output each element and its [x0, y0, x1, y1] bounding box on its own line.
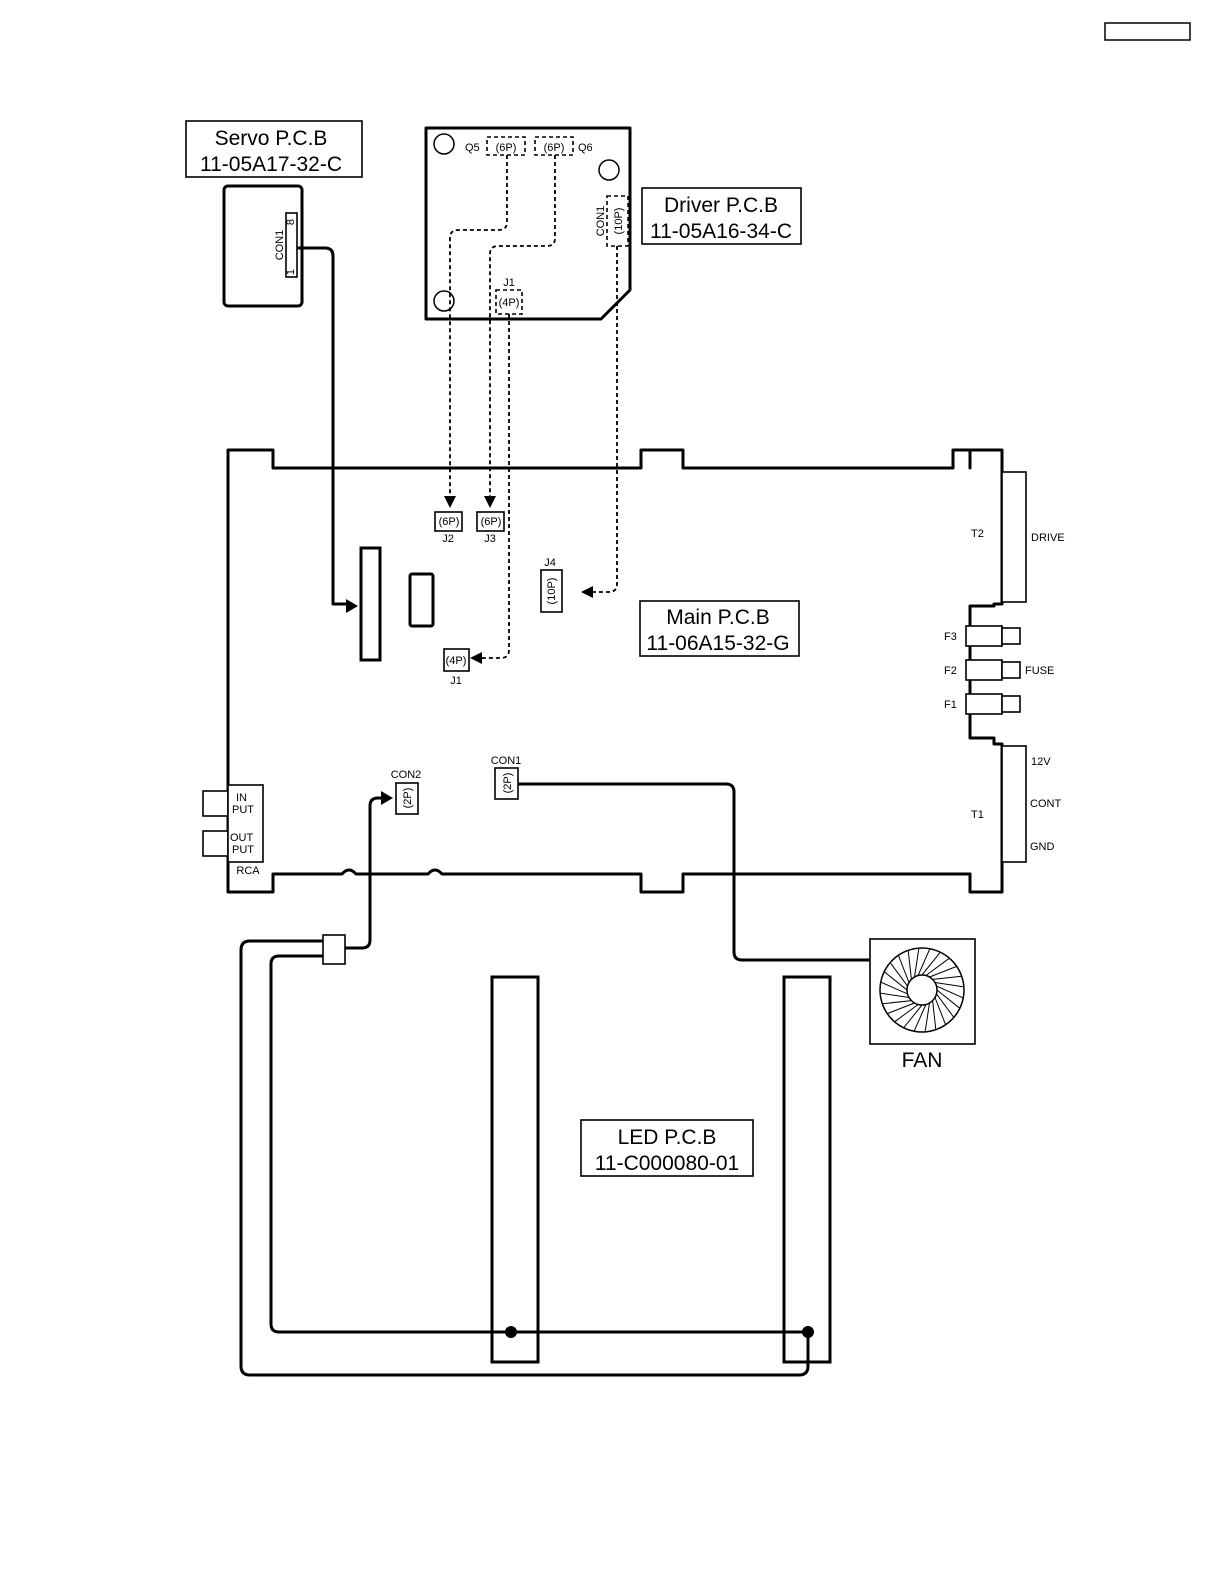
servo-con1-pin-start: 1	[285, 269, 297, 275]
driver-con1-pins: (10P)	[613, 208, 625, 235]
main-j2-pins: (6P)	[439, 516, 460, 528]
rca-output-label-1: OUT	[230, 832, 254, 844]
harness-j3-arrow	[484, 496, 496, 508]
main-j3-label: J3	[484, 533, 496, 545]
led-strip-right	[784, 977, 830, 1362]
main-ic	[410, 574, 433, 626]
led-harness-node-1	[505, 1326, 517, 1338]
terminal-t1-label: T1	[971, 809, 984, 821]
drive-terminal-block	[1002, 472, 1026, 602]
driver-q5-label: Q5	[465, 142, 480, 154]
main-board-name: Main P.C.B	[666, 606, 770, 629]
power-terminal-block	[1002, 746, 1026, 862]
con2-cable-arrow	[381, 791, 393, 805]
main-board-outline	[228, 450, 970, 892]
terminal-12v-label: 12V	[1031, 756, 1051, 768]
fuse-f3-label: F3	[944, 631, 957, 643]
fan-cable	[518, 784, 870, 960]
page-number-box	[1105, 23, 1190, 40]
servo-con1-pin-end: 8	[285, 219, 297, 225]
driver-board-code: 11-05A16-34-C	[650, 220, 792, 243]
led-harness-connector	[323, 935, 345, 964]
driver-q6-label: Q6	[578, 142, 593, 154]
led-board-name: LED P.C.B	[618, 1126, 717, 1149]
driver-6p-a-label: (6P)	[496, 142, 517, 154]
servo-board-code: 11-05A17-32-C	[200, 153, 342, 176]
main-board-code: 11-06A15-32-G	[646, 632, 789, 655]
fan-label: FAN	[902, 1049, 943, 1072]
rca-output-jack	[203, 831, 228, 856]
terminal-drive-label: DRIVE	[1031, 532, 1065, 544]
terminal-cont-label: CONT	[1030, 798, 1061, 810]
main-j4-label: J4	[544, 557, 556, 569]
rca-input-jack	[203, 791, 228, 816]
harness-driver-j1-to-main-j1	[481, 314, 509, 658]
fuse-f2-body	[966, 660, 1002, 680]
terminal-t2-label: T2	[971, 528, 984, 540]
led-board-code: 11-C000080-01	[595, 1152, 739, 1175]
main-j3-pins: (6P)	[481, 516, 502, 528]
rca-output-label-2: PUT	[232, 844, 254, 856]
harness-j4-arrow	[581, 586, 593, 598]
fuse-label: FUSE	[1025, 665, 1054, 677]
main-servo-header	[361, 548, 380, 660]
fuse-f2-cap	[1002, 662, 1020, 678]
harness-main-j1-arrow	[470, 652, 482, 664]
fuse-f3-body	[966, 626, 1002, 646]
main-con2-label: CON2	[391, 769, 422, 781]
main-con1-pins: (2P)	[502, 773, 514, 794]
servo-cable	[297, 248, 348, 604]
main-j1-pins: (4P)	[446, 655, 467, 667]
driver-board-name: Driver P.C.B	[664, 194, 778, 217]
main-j2-label: J2	[442, 533, 454, 545]
fan-icon	[880, 948, 964, 1032]
rca-input-label-2: PUT	[232, 804, 254, 816]
main-con1-label: CON1	[491, 755, 522, 767]
main-con2-pins: (2P)	[402, 788, 414, 809]
fuse-f1-cap	[1002, 696, 1020, 712]
driver-j1-pins: (4P)	[499, 297, 520, 309]
main-j4-pins: (10P)	[546, 578, 558, 605]
driver-con1-label: CON1	[595, 206, 607, 237]
fuse-f1-body	[966, 694, 1002, 714]
servo-board-name: Servo P.C.B	[215, 127, 328, 150]
terminal-gnd-label: GND	[1030, 841, 1055, 853]
fuse-f2-label: F2	[944, 665, 957, 677]
servo-con1-label: CON1	[274, 230, 286, 261]
led-strip-left	[492, 977, 538, 1362]
harness-j2-arrow	[444, 496, 456, 508]
rca-input-label-1: IN	[236, 792, 247, 804]
servo-cable-arrow	[346, 599, 358, 613]
fuse-f3-cap	[1002, 628, 1020, 644]
fuse-f1-label: F1	[944, 699, 957, 711]
driver-j1-label: J1	[503, 277, 515, 289]
main-j1-label: J1	[450, 675, 462, 687]
rca-label: RCA	[236, 865, 260, 877]
led-harness-node-2	[802, 1326, 814, 1338]
driver-6p-b-label: (6P)	[544, 142, 565, 154]
